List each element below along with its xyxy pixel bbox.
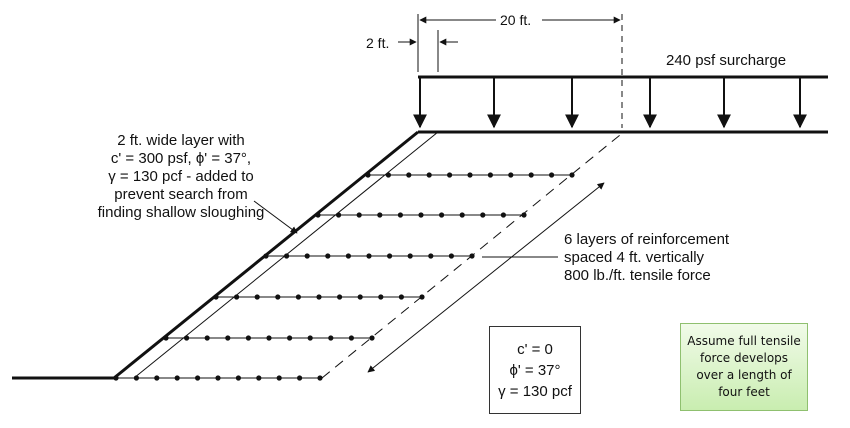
reinforcement-length-arrow <box>367 182 605 373</box>
reinforcement-node <box>469 253 475 259</box>
reinforcement-node <box>235 375 241 381</box>
offset-dimension-label: 2 ft. <box>366 35 390 51</box>
reinforcement-node <box>263 253 269 259</box>
reinforcement-node <box>275 294 281 300</box>
reinforcement-node <box>448 253 454 259</box>
reinforcement-node <box>500 212 506 218</box>
reinforcement-node <box>195 375 201 381</box>
soil-properties-box: c' = 0 ϕ' = 37° γ = 130 pcf <box>489 326 581 414</box>
thin-layer-leader <box>253 200 298 234</box>
reinforcement-node <box>348 335 354 341</box>
reinforcement-node <box>406 172 412 178</box>
reinforcement-node <box>284 253 290 259</box>
reinforcement-node <box>325 253 331 259</box>
reinforcement-node <box>184 335 190 341</box>
reinforcement-node <box>213 294 219 300</box>
friction-angle-value: ϕ' = 37° <box>509 361 561 379</box>
reinforcement-line-3: 800 lb./ft. tensile force <box>564 267 711 284</box>
thin-layer-line-4: prevent search from <box>114 186 248 203</box>
reinforcement-node <box>254 294 260 300</box>
reinforcement-node <box>487 172 493 178</box>
reinforcement-node <box>256 375 262 381</box>
reinforcement-node <box>304 253 310 259</box>
reinforcement-node <box>328 335 334 341</box>
reinforcement-node <box>366 253 372 259</box>
reinforcement-node <box>345 253 351 259</box>
reinforcement-node <box>369 335 375 341</box>
reinforcement-node <box>356 212 362 218</box>
reinforcement-node <box>385 172 391 178</box>
reinforcement-node <box>225 335 231 341</box>
reinforcement-node <box>245 335 251 341</box>
thin-layer-label: 2 ft. wide layer with c' = 300 psf, ϕ' =… <box>52 132 310 222</box>
reinforcement-node <box>215 375 221 381</box>
reinforcement-node <box>447 172 453 178</box>
surcharge-arrows <box>413 77 807 129</box>
tensile-force-note: Assume full tensile force develops over … <box>680 323 808 411</box>
reinforcement-node <box>569 172 575 178</box>
reinforcement-node <box>508 172 514 178</box>
reinforcement-node <box>418 212 424 218</box>
reinforcement-node <box>387 253 393 259</box>
reinforcement-node <box>397 212 403 218</box>
note-line-4: four feet <box>718 385 770 399</box>
note-line-2: force develops <box>699 351 789 365</box>
reinforcement-node <box>307 335 313 341</box>
reinforcement-node <box>266 335 272 341</box>
reinforcement-node <box>336 212 342 218</box>
thin-layer-line-1: 2 ft. wide layer with <box>117 132 245 149</box>
reinforcement-node <box>204 335 210 341</box>
thin-layer-line-5: finding shallow sloughing <box>97 204 265 221</box>
reinforcement-node <box>317 375 323 381</box>
reinforcement-node <box>337 294 343 300</box>
reinforcement-node <box>163 335 169 341</box>
reinforcement-line-2: spaced 4 ft. vertically <box>564 249 705 266</box>
reinforcement-node <box>528 172 534 178</box>
reinforcement-node <box>398 294 404 300</box>
width-dimension-label: 20 ft. <box>500 12 532 28</box>
reinforcement-node <box>407 253 413 259</box>
thin-layer-line-2: c' = 300 psf, ϕ' = 37°, <box>110 150 252 167</box>
reinforcement-node <box>174 375 180 381</box>
note-line-3: over a length of <box>696 368 792 382</box>
reinforcement-node <box>113 375 119 381</box>
reinforcement-node <box>378 294 384 300</box>
reinforcement-node <box>154 375 160 381</box>
reinforcement-node <box>276 375 282 381</box>
reinforcement-node <box>357 294 363 300</box>
unit-weight-value: γ = 130 pcf <box>498 382 572 400</box>
reinforcement-node <box>428 253 434 259</box>
note-line-1: Assume full tensile <box>687 334 801 348</box>
reinforcement-node <box>287 335 293 341</box>
reinforcement-node <box>426 172 432 178</box>
reinforcement-node <box>297 375 303 381</box>
reinforcement-node <box>365 172 371 178</box>
reinforcement-node <box>234 294 240 300</box>
reinforcement-node <box>459 212 465 218</box>
reinforcement-node <box>419 294 425 300</box>
thin-layer-line-3: γ = 130 pcf - added to <box>108 168 254 185</box>
surcharge-label: 240 psf surcharge <box>666 52 787 69</box>
reinforcement-node <box>295 294 301 300</box>
reinforcement-node <box>549 172 555 178</box>
reinforcement-node <box>467 172 473 178</box>
cohesion-value: c' = 0 <box>517 340 553 358</box>
reinforcement-node <box>377 212 383 218</box>
reinforcement-node <box>439 212 445 218</box>
reinforcement-node <box>521 212 527 218</box>
reinforcement-node <box>316 294 322 300</box>
reinforcement-line-1: 6 layers of reinforcement <box>564 231 730 248</box>
reinforcement-node <box>315 212 321 218</box>
reinforcement-label: 6 layers of reinforcement spaced 4 ft. v… <box>564 231 729 285</box>
reinforcement-node <box>480 212 486 218</box>
reinforcement-node <box>133 375 139 381</box>
